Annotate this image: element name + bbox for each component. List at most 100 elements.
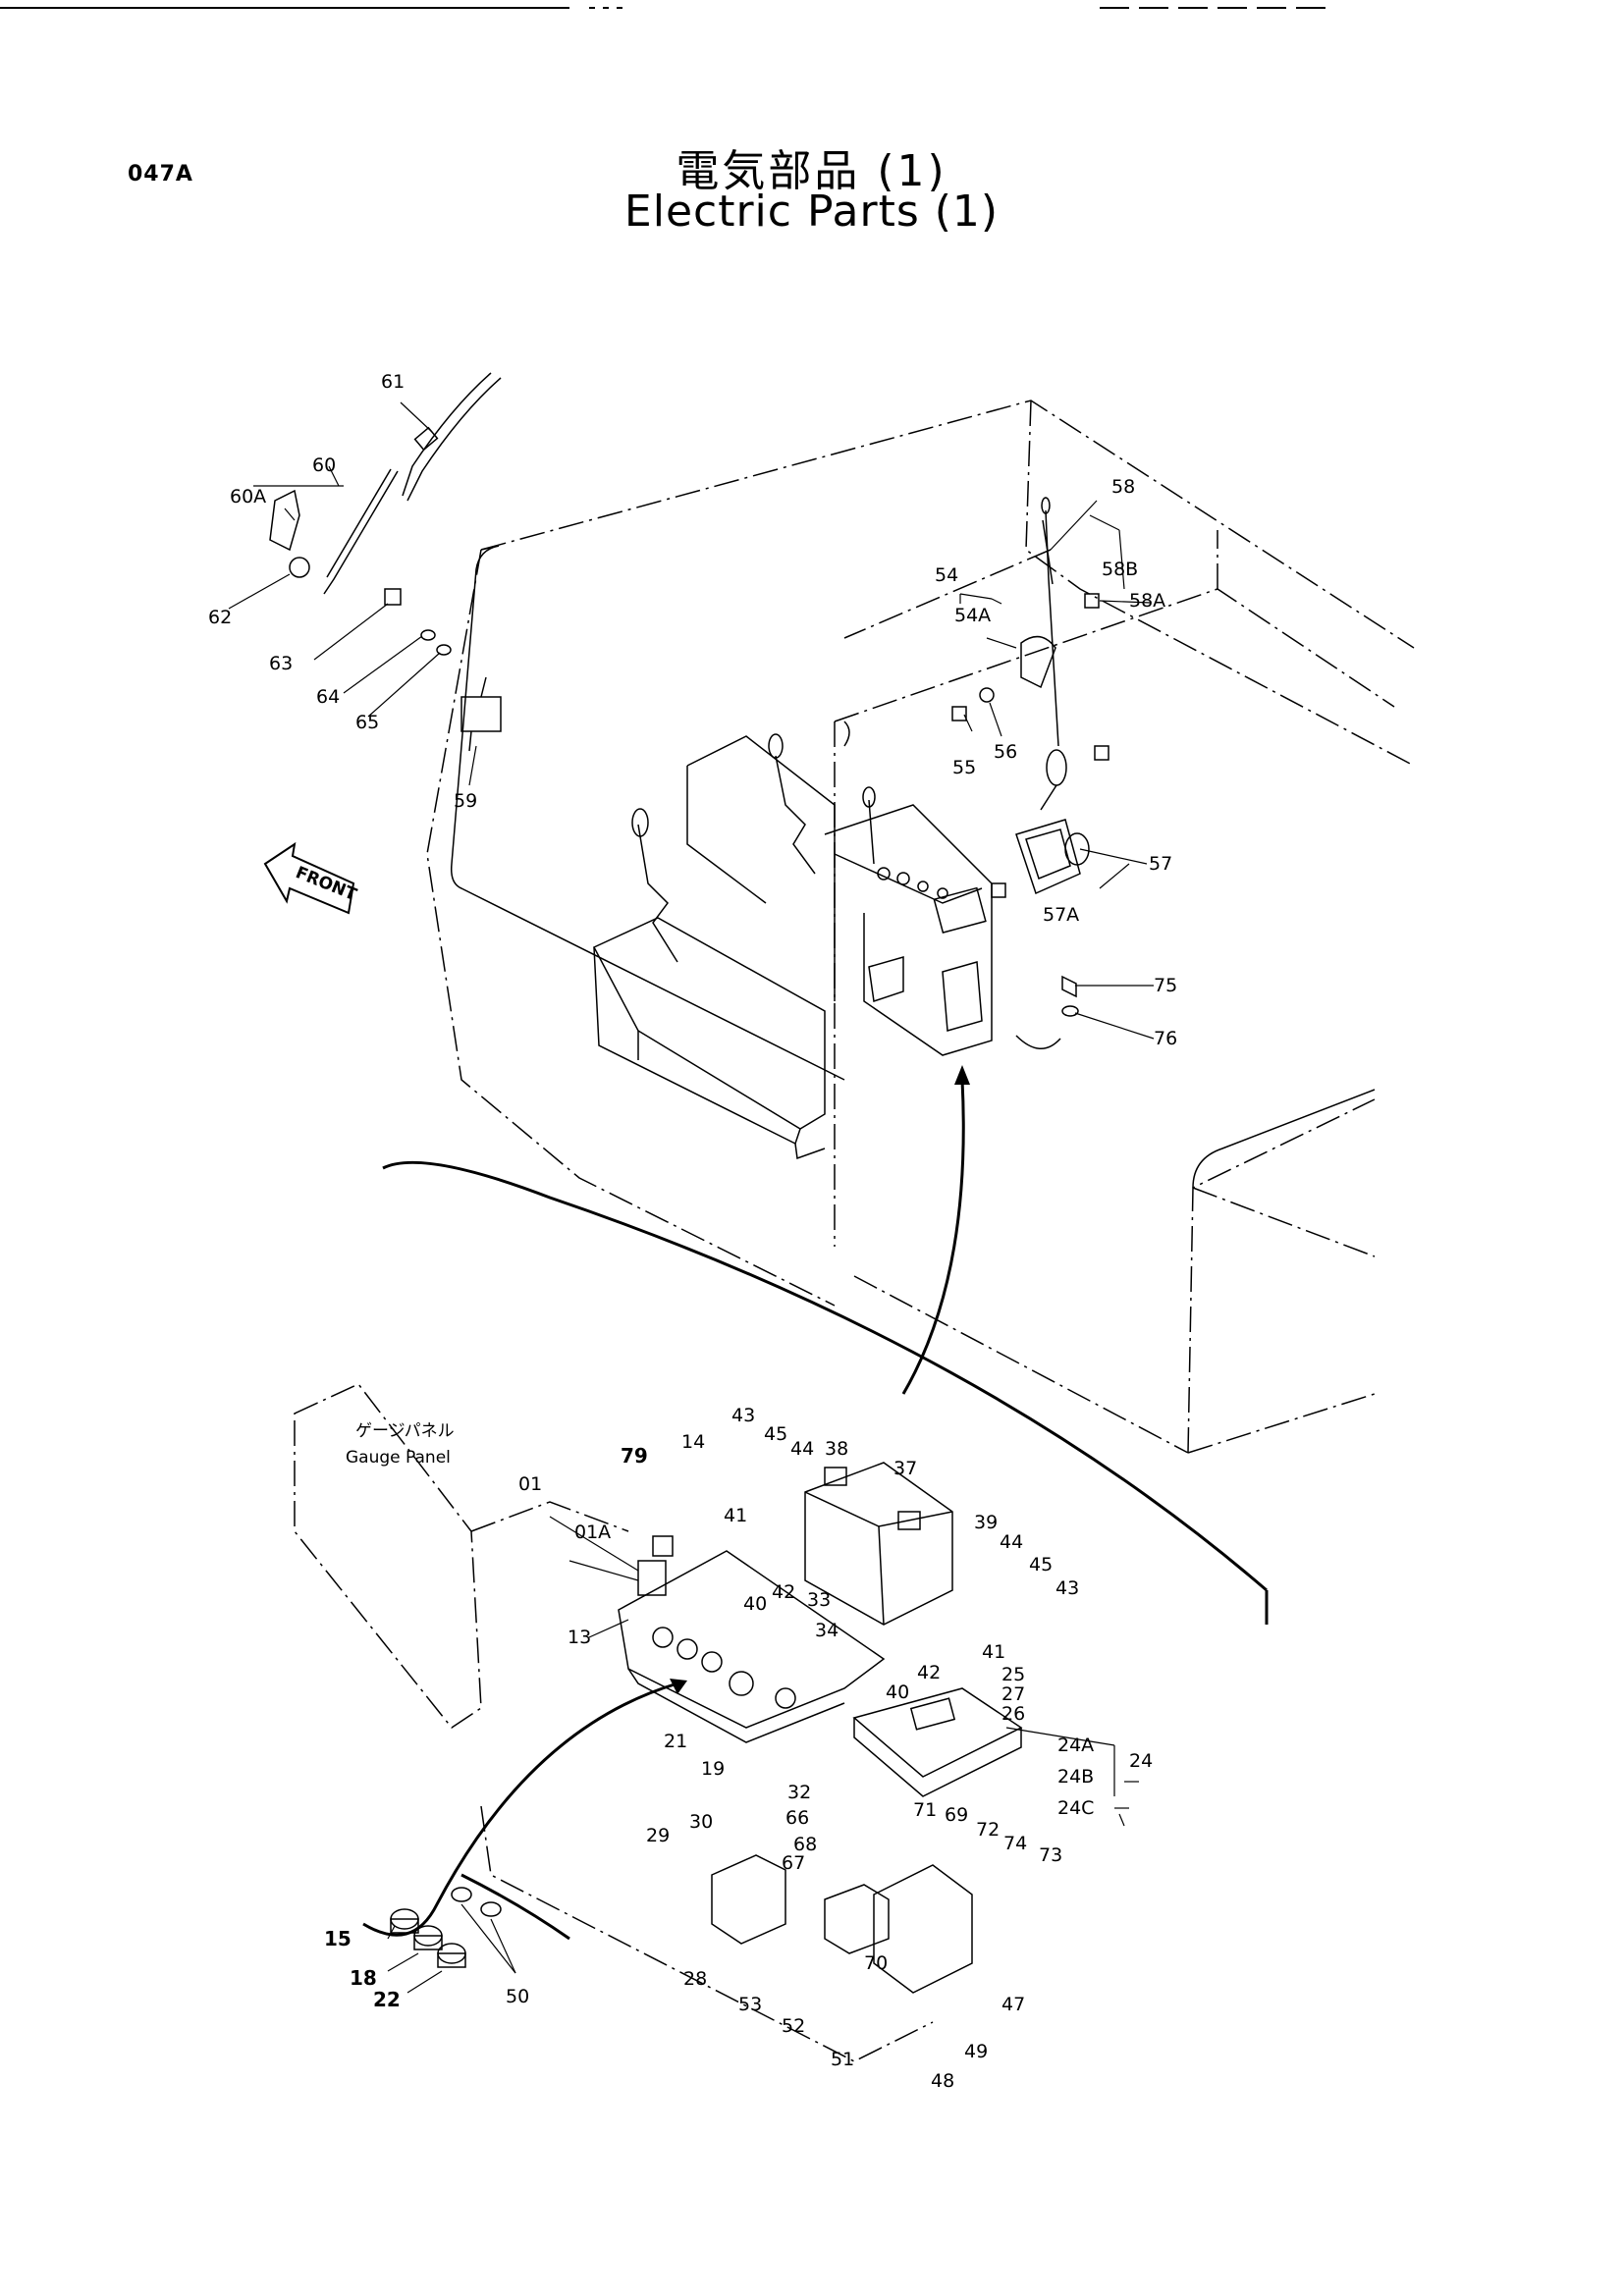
callout-61: 61	[381, 371, 405, 393]
callout-53: 53	[738, 1994, 762, 2015]
callout-41a: 41	[724, 1505, 747, 1526]
relay-47	[873, 1864, 973, 1994]
callout-22: 22	[373, 1988, 401, 2011]
callout-58B: 58B	[1102, 559, 1138, 580]
callout-44a: 44	[790, 1438, 814, 1460]
callout-70: 70	[864, 1952, 888, 1974]
front-arrow	[263, 841, 355, 915]
front-label: FRONT	[293, 863, 359, 905]
leader-lines	[228, 401, 1155, 1994]
callout-39: 39	[974, 1512, 998, 1533]
callout-74: 74	[1003, 1833, 1027, 1854]
relay-box-37	[804, 1462, 953, 1626]
small-parts-top-left	[289, 557, 452, 656]
callout-54: 54	[935, 564, 958, 586]
wiper-cap-60A	[269, 489, 300, 552]
callout-30: 30	[689, 1811, 713, 1833]
callout-58A: 58A	[1129, 590, 1165, 612]
callout-66: 66	[785, 1807, 809, 1829]
callout-65: 65	[355, 712, 379, 733]
horn-54A	[1020, 635, 1056, 689]
callout-54A: 54A	[954, 605, 991, 626]
wiper-blade-61	[402, 372, 502, 502]
callout-56: 56	[994, 741, 1017, 763]
switches-15-18-22	[390, 1887, 502, 1968]
callout-28: 28	[683, 1968, 707, 1990]
callout-51: 51	[831, 2049, 854, 2070]
callout-26: 26	[1001, 1703, 1025, 1725]
callout-33: 33	[807, 1589, 831, 1611]
callout-57A: 57A	[1043, 904, 1079, 926]
title-japanese: 電気部品 (1)	[676, 146, 947, 196]
small-parts-right	[951, 593, 1109, 1017]
gauge-panel-label-en: Gauge Panel	[346, 1448, 451, 1468]
callout-24C: 24C	[1057, 1797, 1094, 1819]
gauge-panel	[294, 1383, 934, 2062]
callout-79: 79	[621, 1444, 648, 1468]
callout-58: 58	[1111, 476, 1135, 498]
callout-69: 69	[945, 1804, 968, 1826]
callout-52: 52	[782, 2015, 805, 2037]
callout-43b: 43	[1055, 1577, 1079, 1599]
callout-42a: 42	[772, 1581, 795, 1603]
cab-outline	[426, 400, 1415, 1454]
callout-60A: 60A	[230, 486, 266, 507]
callout-19: 19	[701, 1758, 725, 1780]
left-console	[592, 735, 836, 1160]
callout-13: 13	[568, 1627, 591, 1648]
relay-51	[824, 1884, 890, 1954]
relay-28	[711, 1854, 786, 1945]
wiper-arm-60	[323, 468, 399, 595]
callout-14: 14	[681, 1431, 705, 1453]
callout-48: 48	[931, 2070, 954, 2092]
work-light-57	[1015, 819, 1090, 895]
callout-15: 15	[324, 1927, 352, 1950]
callout-75: 75	[1154, 975, 1177, 996]
leader-curves	[362, 1079, 1269, 1941]
callout-34: 34	[815, 1620, 839, 1641]
callout-57: 57	[1149, 853, 1172, 875]
callout-24: 24	[1129, 1750, 1153, 1772]
callout-72: 72	[976, 1819, 1000, 1841]
gauge-panel-label-jp: ゲージパネル	[355, 1421, 455, 1441]
callout-24A: 24A	[1057, 1735, 1094, 1756]
callout-68: 68	[793, 1834, 817, 1855]
right-console	[824, 804, 1061, 1056]
controller-24	[852, 1687, 1023, 1797]
callout-18: 18	[350, 1966, 377, 1990]
title-english: Electric Parts (1)	[623, 187, 1000, 237]
callout-41b: 41	[982, 1641, 1005, 1663]
callout-43a: 43	[731, 1405, 755, 1426]
callout-44b: 44	[1000, 1531, 1023, 1553]
callout-47: 47	[1001, 1994, 1025, 2015]
callout-64: 64	[316, 686, 340, 708]
callout-40a: 40	[743, 1593, 767, 1615]
control-levers	[631, 733, 876, 963]
page-code: 047A	[128, 162, 193, 187]
callout-50: 50	[506, 1986, 529, 2007]
callout-01: 01	[518, 1473, 542, 1495]
callout-60: 60	[312, 454, 336, 476]
wiper-motor-59	[460, 676, 502, 752]
callout-49: 49	[964, 2041, 988, 2062]
callout-37: 37	[893, 1458, 917, 1479]
callout-32: 32	[787, 1782, 811, 1803]
switch-panel	[618, 1535, 886, 1743]
callout-71: 71	[913, 1799, 937, 1821]
callout-73: 73	[1039, 1844, 1062, 1866]
callout-38: 38	[825, 1438, 848, 1460]
callout-67: 67	[782, 1852, 805, 1874]
callout-45b: 45	[1029, 1554, 1053, 1575]
callout-24B: 24B	[1057, 1766, 1094, 1788]
callout-25: 25	[1001, 1664, 1025, 1685]
callout-45a: 45	[764, 1423, 787, 1445]
cab-left-wall	[450, 545, 1376, 1189]
callout-59: 59	[454, 790, 477, 812]
antenna-58	[1040, 497, 1067, 811]
callout-42b: 42	[917, 1662, 941, 1683]
callout-62: 62	[208, 607, 232, 628]
callout-40b: 40	[886, 1682, 909, 1703]
callout-55: 55	[952, 757, 976, 778]
arrowheads	[670, 1065, 970, 1694]
